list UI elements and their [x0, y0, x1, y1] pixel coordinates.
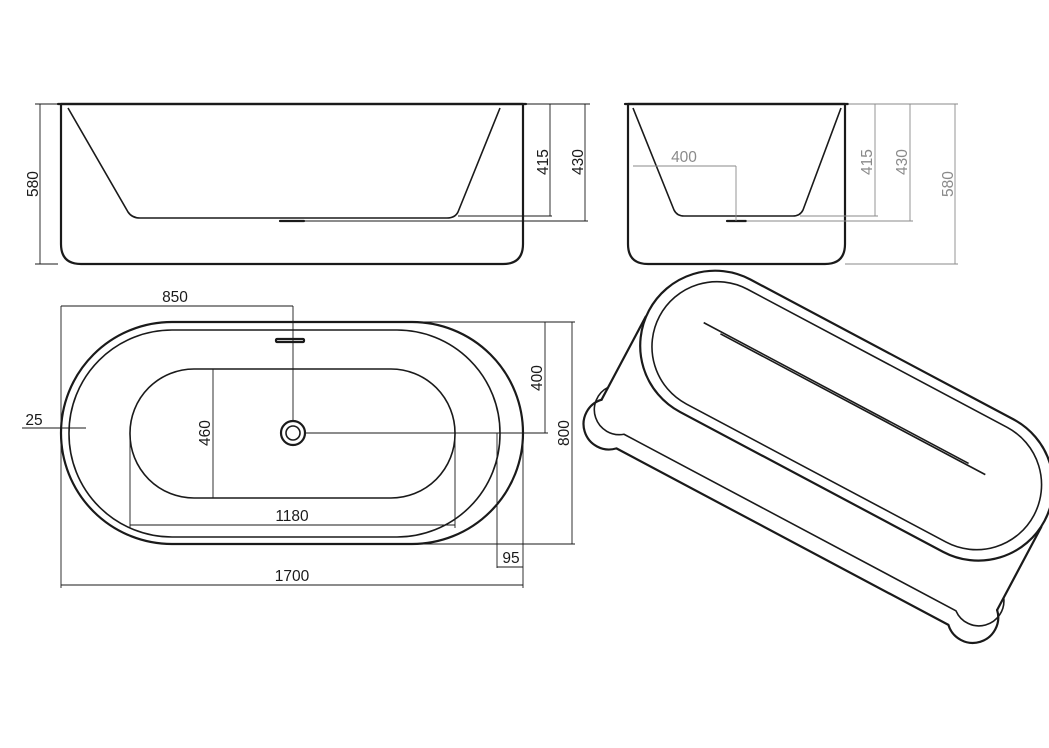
front-depth-430-label: 430 [570, 149, 587, 175]
side-drain-offset-label: 400 [671, 149, 697, 166]
side-depth-415-label: 415 [859, 149, 876, 175]
plan-rim-width-label: 95 [502, 550, 519, 567]
plan-inner-length-label: 1180 [275, 508, 309, 525]
front-height-label: 580 [25, 171, 42, 197]
front-elevation-view [35, 102, 590, 266]
side-depth-430-label: 430 [894, 149, 911, 175]
side-elevation-view [623, 102, 958, 266]
front-depth-415-label: 415 [535, 149, 552, 175]
plan-inner-width-label: 460 [197, 420, 214, 446]
side-height-label: 580 [940, 171, 957, 197]
plan-drain-x-label: 850 [162, 289, 188, 306]
plan-overall-width-label: 800 [556, 420, 573, 446]
plan-view [22, 305, 575, 588]
plan-rim-offset-label: 25 [25, 412, 42, 429]
plan-overall-length-label: 1700 [275, 568, 310, 585]
isometric-view [582, 269, 1049, 645]
plan-drain-y-label: 400 [529, 365, 546, 391]
